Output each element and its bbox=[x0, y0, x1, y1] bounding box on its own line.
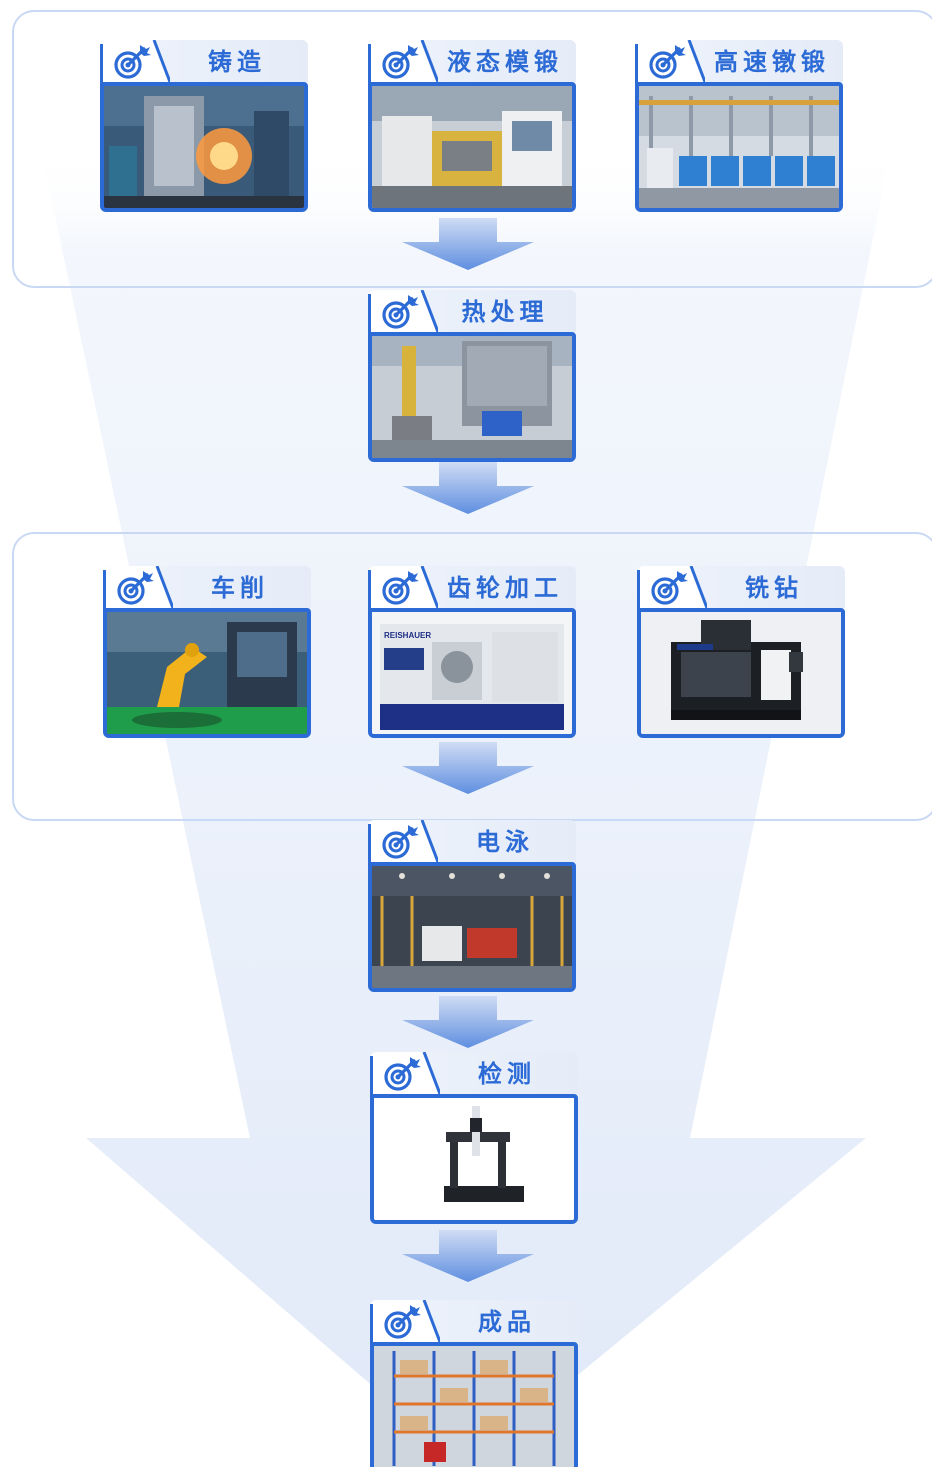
turning-robot-cell-photo bbox=[103, 608, 311, 738]
gear-machine-brand-text: REISHAUER bbox=[384, 631, 431, 640]
target-arrow-icon bbox=[368, 820, 438, 862]
electrophoresis-line-photo bbox=[368, 862, 576, 992]
target-arrow-icon bbox=[368, 40, 438, 82]
step-label: 车削 bbox=[211, 574, 269, 602]
group-frame-forming bbox=[12, 10, 932, 288]
step-label: 热处理 bbox=[461, 298, 549, 326]
milling-drilling-center-photo bbox=[637, 608, 845, 738]
cmm-inspection-photo bbox=[370, 1094, 578, 1224]
liquid-die-forging-photo bbox=[368, 82, 576, 212]
gear-machining-center-photo: REISHAUER bbox=[368, 608, 576, 738]
heat-treatment-furnace-photo bbox=[368, 332, 576, 462]
step-label: 液态模锻 bbox=[447, 48, 563, 76]
step-label: 高速镦锻 bbox=[714, 48, 830, 76]
target-arrow-icon bbox=[370, 1052, 440, 1094]
step-label: 成品 bbox=[478, 1308, 536, 1336]
step-label: 电泳 bbox=[476, 828, 534, 856]
step-label: 检测 bbox=[478, 1060, 536, 1088]
flow-arrow-3 bbox=[402, 742, 534, 794]
flow-arrow-1 bbox=[402, 218, 534, 270]
finished-goods-warehouse-photo bbox=[370, 1342, 578, 1467]
target-arrow-icon bbox=[368, 290, 438, 332]
flow-arrow-4 bbox=[402, 996, 534, 1048]
step-label: 齿轮加工 bbox=[447, 574, 563, 602]
foundry-casting-photo bbox=[100, 82, 308, 212]
high-speed-upset-forging-photo bbox=[635, 82, 843, 212]
target-arrow-icon bbox=[370, 1300, 440, 1342]
target-arrow-icon bbox=[637, 566, 707, 608]
flow-arrow-5 bbox=[402, 1230, 534, 1282]
flow-arrow-2 bbox=[402, 462, 534, 514]
target-arrow-icon bbox=[368, 566, 438, 608]
step-label: 铸造 bbox=[208, 48, 266, 76]
target-arrow-icon bbox=[635, 40, 705, 82]
target-arrow-icon bbox=[103, 566, 173, 608]
step-label: 铣钻 bbox=[745, 574, 803, 602]
target-arrow-icon bbox=[100, 40, 170, 82]
